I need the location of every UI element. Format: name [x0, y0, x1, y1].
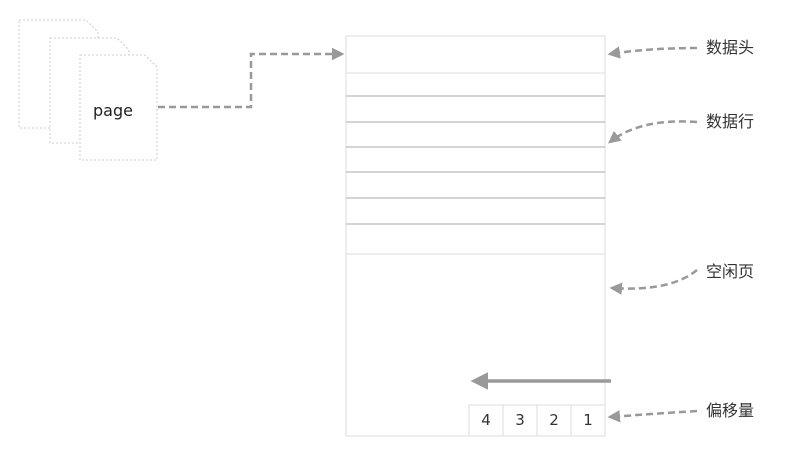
header-pointer-arrow — [607, 46, 698, 59]
page-outline — [345, 35, 606, 437]
offset-cell-value: 2 — [549, 411, 559, 429]
rows-pointer-arrow — [608, 120, 698, 144]
page-to-structure-arrow — [158, 47, 345, 109]
free-pointer-arrow — [609, 269, 698, 295]
page-icon-front — [79, 54, 158, 161]
header-label: 数据头 — [706, 38, 755, 57]
offset-cell-value: 4 — [481, 411, 491, 429]
offset-cell-value: 3 — [515, 411, 525, 429]
offset-cell — [468, 404, 504, 437]
offset-label: 偏移量 — [706, 401, 755, 420]
page-icon-label: page — [93, 101, 133, 120]
offset-cell — [570, 404, 606, 437]
free-space-label: 空闲页 — [706, 262, 755, 281]
offset-pointer-arrow — [607, 409, 698, 423]
page-stack-icon — [18, 19, 158, 161]
offset-cell-value: 1 — [583, 411, 593, 429]
rows-label: 数据行 — [706, 112, 755, 131]
offset-cell — [536, 404, 572, 437]
offset-cell — [502, 404, 538, 437]
page-structure — [345, 35, 606, 437]
